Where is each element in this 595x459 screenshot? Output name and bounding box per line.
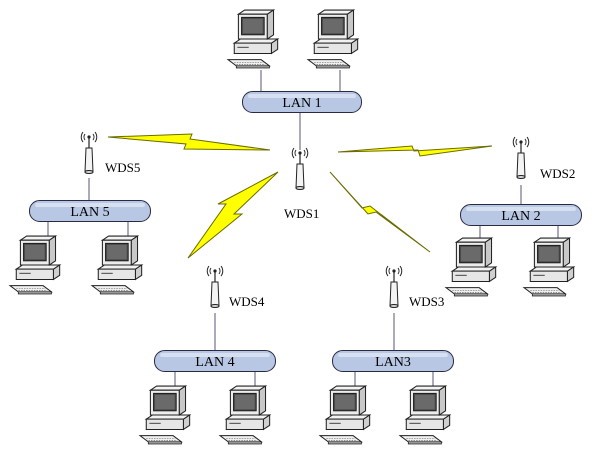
computers — [9, 9, 575, 445]
wireless-link-wds3 — [329, 171, 431, 253]
wds4-antenna-icon — [206, 265, 224, 309]
lan4-computer-icon — [219, 385, 271, 445]
wireless-link-wds2 — [337, 145, 493, 157]
lan-3-label: LAN3 — [375, 355, 411, 370]
wds5-antenna-icon — [80, 131, 98, 175]
wds5-label: WDS5 — [105, 160, 140, 175]
wireless-link-wds4 — [187, 171, 279, 259]
wireless-link-wds5 — [107, 133, 271, 151]
lan-1-label: LAN 1 — [282, 96, 321, 111]
lan-4-label: LAN 4 — [195, 355, 234, 370]
wds2-label: WDS2 — [540, 166, 575, 181]
lan-5-label: LAN 5 — [70, 205, 109, 220]
wds4-label: WDS4 — [229, 294, 265, 309]
lan2-computer-icon — [523, 237, 575, 297]
wds1-antenna-icon — [291, 147, 309, 191]
lan5-computer-icon — [91, 235, 143, 295]
lan3-computer-icon — [319, 385, 371, 445]
wireless-links — [107, 133, 493, 259]
lan2-computer-icon — [445, 237, 497, 297]
wds3-label: WDS3 — [409, 294, 444, 309]
lan1-computer-icon — [307, 9, 359, 69]
lan4-computer-icon — [139, 385, 191, 445]
wds2-antenna-icon — [512, 136, 530, 180]
wds3-antenna-icon — [385, 265, 403, 309]
lan1-computer-icon — [227, 9, 279, 69]
lan5-computer-icon — [9, 235, 61, 295]
lan3-computer-icon — [399, 385, 451, 445]
cables — [47, 70, 559, 388]
lan-2-label: LAN 2 — [501, 209, 540, 224]
lan-bars — [29, 91, 582, 372]
wds1-label: WDS1 — [284, 206, 319, 221]
